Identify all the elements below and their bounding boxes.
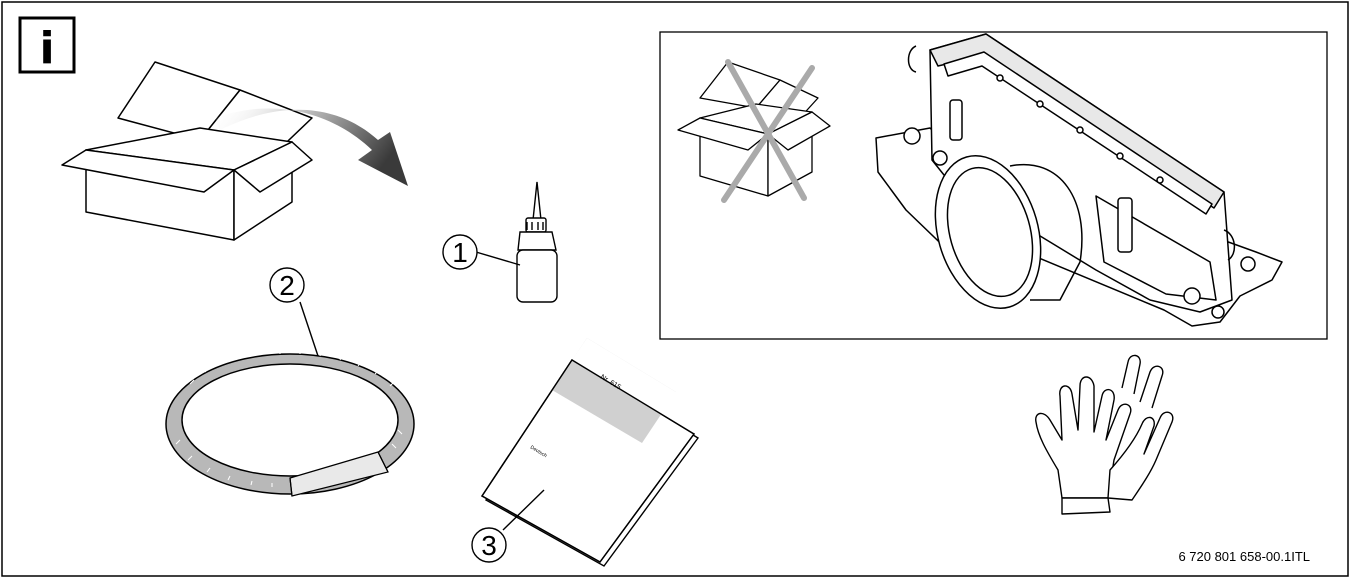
callout-leader-2 [299, 301, 319, 357]
callout-1: 1 [442, 234, 478, 270]
manual-booklet: Nr. 615 Deutsch [480, 338, 700, 567]
callout-1-label: 1 [452, 237, 468, 268]
callout-leader-3 [502, 489, 545, 531]
cross-out-icon [721, 59, 815, 203]
lubricant-bottle [516, 181, 558, 303]
document-code: 6 720 801 658-00.1ITL [1178, 549, 1310, 564]
crossed-box-icon [677, 61, 831, 197]
callout-3-label: 3 [481, 530, 497, 561]
gloves-icon [1035, 354, 1174, 515]
burner-assembly [875, 33, 1283, 327]
gasket-ring [165, 350, 415, 497]
callout-3: 3 [471, 527, 507, 563]
move-arrow [215, 108, 408, 186]
info-icon: i [18, 16, 76, 74]
callout-2: 2 [269, 267, 305, 303]
info-glyph: i [39, 23, 54, 74]
callout-leader-1 [475, 251, 521, 266]
open-box-icon [61, 61, 313, 241]
callout-2-label: 2 [279, 270, 295, 301]
